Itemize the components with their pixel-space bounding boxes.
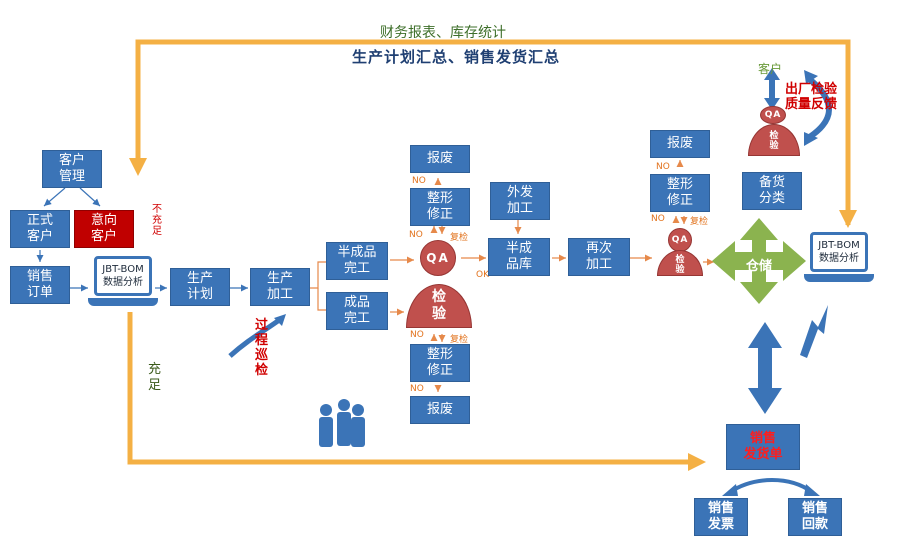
qa-mid-label: QA — [426, 251, 450, 265]
sales-split-arrow — [728, 478, 814, 494]
sufficient-flow — [127, 312, 690, 465]
production-process-box[interactable]: 生产 加工 — [250, 268, 310, 306]
report-feedback-loop — [135, 39, 851, 225]
header-title: 财务报表、库存统计 — [380, 25, 506, 41]
recheck-label-2: 复检 — [450, 335, 469, 345]
patrol-label: 过 程 巡 检 — [255, 318, 269, 378]
feedback-curve-arrow — [806, 75, 832, 141]
rework-top-box[interactable]: 整形 修正 — [410, 188, 470, 226]
customer-label: 客户 — [758, 62, 783, 76]
rework-right-box[interactable]: 整形 修正 — [650, 174, 710, 212]
qa-circle-right[interactable]: QA — [668, 228, 692, 252]
warehouse-label: 仓储 — [746, 259, 773, 274]
laptop-right-line2: 数据分析 — [819, 253, 859, 264]
outsource-box[interactable]: 外发 加工 — [490, 182, 550, 220]
sales-split-head-left — [722, 484, 738, 496]
customer-mgmt-box[interactable]: 客户 管理 — [42, 150, 102, 188]
qa-circle-top[interactable]: QA — [760, 106, 786, 124]
warehouse-laptop-arrow — [800, 305, 828, 358]
feedback-label: 出厂检验 质量反馈 — [785, 82, 838, 112]
insufficient-label: 不 充 足 — [152, 204, 162, 237]
sales-payment-box[interactable]: 销售 回款 — [788, 498, 842, 536]
recheck-label-3: 复检 — [690, 217, 709, 227]
loop-arrowhead-right — [839, 210, 857, 228]
no-label-6: NO — [651, 214, 665, 224]
no-label-3: NO — [410, 330, 424, 340]
qa-top-label: QA — [764, 110, 782, 120]
warehouse-sales-arrow — [748, 322, 782, 414]
scrap-right-box[interactable]: 报废 — [650, 130, 710, 158]
patrol-arrowhead — [274, 314, 286, 326]
no-label-4: NO — [410, 384, 424, 394]
laptop-left-base — [88, 298, 158, 306]
connectors — [36, 187, 248, 292]
rework-bottom-box[interactable]: 整形 修正 — [410, 344, 470, 382]
recheck-label-1: 复检 — [450, 233, 469, 243]
feedback-curve-head-bottom — [804, 132, 818, 146]
intent-customer-box[interactable]: 意向 客户 — [74, 210, 134, 248]
no-label-1: NO — [412, 176, 426, 186]
stock-classify-box[interactable]: 备货 分类 — [742, 172, 802, 210]
qa-right-label: QA — [671, 235, 689, 245]
sales-invoice-box[interactable]: 销售 发票 — [694, 498, 748, 536]
ok-label: OK — [476, 270, 489, 280]
sufficient-arrowhead — [688, 453, 706, 471]
sales-order-box[interactable]: 销售 订单 — [10, 266, 70, 304]
inspection-right-label: 检 验 — [675, 255, 685, 275]
orange-connectors — [310, 160, 714, 392]
semi-store-box[interactable]: 半成 品库 — [488, 238, 550, 276]
production-plan-box[interactable]: 生产 计划 — [170, 268, 230, 306]
qa-circle-mid[interactable]: QA — [420, 240, 456, 276]
semi-finished-done-box[interactable]: 半成品 完工 — [326, 242, 388, 280]
sufficient-label: 充 足 — [148, 362, 162, 393]
formal-customer-box[interactable]: 正式 客户 — [10, 210, 70, 248]
laptop-left-line2: 数据分析 — [103, 277, 143, 288]
no-label-2: NO — [409, 230, 423, 240]
inspection-top-label: 检 验 — [769, 131, 779, 151]
customer-qa-arrow — [764, 68, 780, 110]
loop-arrowhead-left — [129, 158, 147, 176]
reprocess-box[interactable]: 再次 加工 — [568, 238, 630, 276]
sales-split-head-right — [804, 484, 820, 496]
sales-delivery-box[interactable]: 销售 发货单 — [726, 424, 800, 470]
laptop-right-base — [804, 274, 874, 282]
warehouse-cross-arrows — [712, 218, 806, 304]
inspection-big-label: 检 验 — [432, 289, 446, 322]
header-subtitle: 生产计划汇总、销售发货汇总 — [352, 48, 561, 66]
finished-done-box[interactable]: 成品 完工 — [326, 292, 388, 330]
laptop-right-line1: JBT-BOM — [818, 240, 860, 251]
people-icon — [319, 399, 365, 447]
laptop-bom-right[interactable]: JBT-BOM 数据分析 — [804, 232, 874, 282]
scrap-top-box[interactable]: 报废 — [410, 145, 470, 173]
laptop-left-line1: JBT-BOM — [102, 264, 144, 275]
feedback-curve-head-top — [804, 70, 818, 84]
laptop-bom-left[interactable]: JBT-BOM 数据分析 — [88, 256, 158, 306]
scrap-bottom-box[interactable]: 报废 — [410, 396, 470, 424]
no-label-5: NO — [656, 162, 670, 172]
